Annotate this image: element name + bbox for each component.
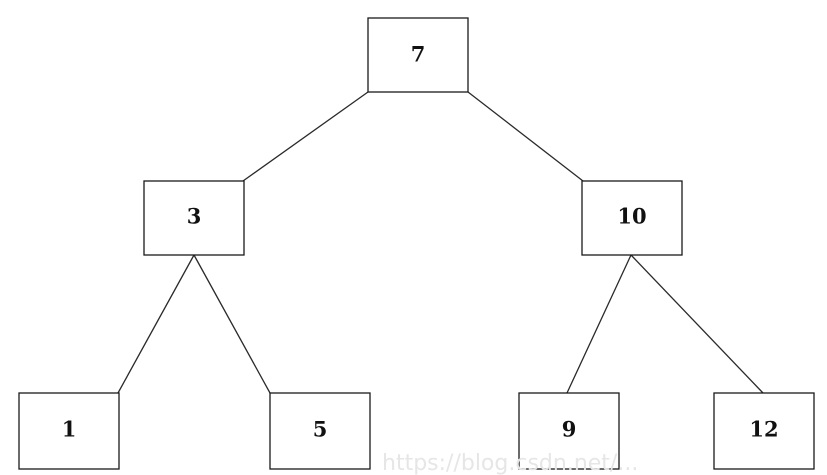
tree-node-1: 1	[18, 392, 120, 470]
node-box	[18, 392, 120, 470]
tree-node-10: 10	[581, 180, 683, 256]
node-box	[143, 180, 245, 256]
tree-node-3: 3	[143, 180, 245, 256]
edge-3-1	[117, 254, 195, 394]
tree-node-5: 5	[269, 392, 371, 470]
node-box	[518, 392, 620, 470]
edge-3-5	[193, 254, 271, 394]
tree-node-9: 9	[518, 392, 620, 470]
node-label: 5	[313, 417, 328, 442]
node-label: 12	[749, 417, 778, 442]
edge-7-10	[467, 91, 584, 182]
watermark-text: https://blog.csdn.net/...	[382, 451, 638, 475]
node-label: 3	[187, 204, 202, 229]
node-label: 9	[562, 417, 577, 442]
node-label: 1	[62, 417, 77, 442]
node-box	[367, 17, 469, 93]
node-box	[269, 392, 371, 470]
edge-10-9	[566, 254, 632, 394]
edge-7-3	[242, 91, 369, 182]
node-label: 10	[617, 204, 646, 229]
tree-node-7: 7	[367, 17, 469, 93]
node-label: 7	[411, 42, 426, 67]
node-box	[581, 180, 683, 256]
edge-10-12	[630, 254, 764, 394]
tree-node-12: 12	[713, 392, 815, 470]
node-box	[713, 392, 815, 470]
